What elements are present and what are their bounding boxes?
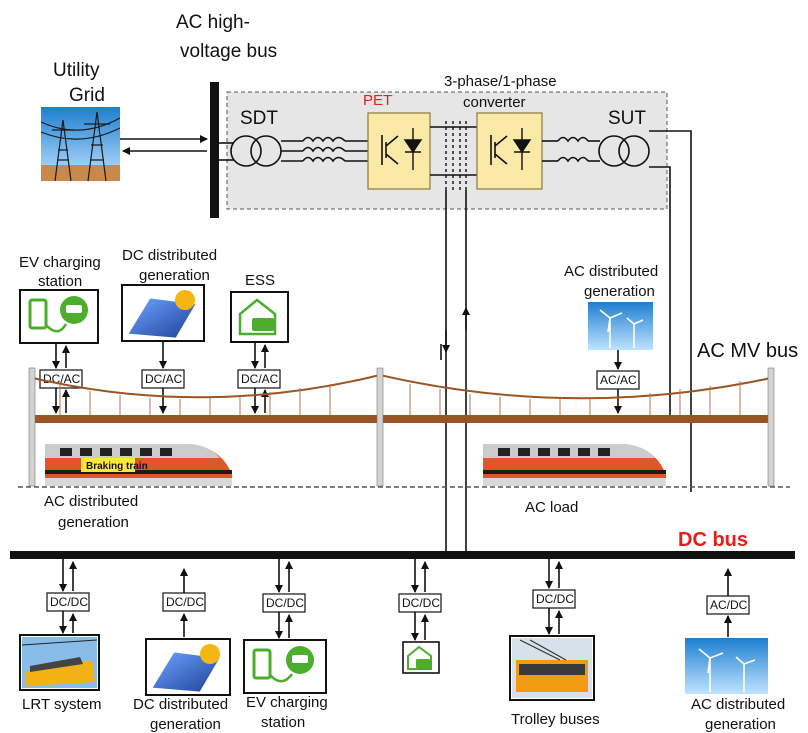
utility-grid-label-1: Utility (53, 60, 100, 81)
converter-dcdc-3: DC/DC (262, 593, 306, 613)
transformer-icon-sut (598, 135, 650, 167)
svg-text:DC/DC: DC/DC (50, 595, 88, 609)
solar-panel-icon (121, 284, 205, 342)
top-converter-arrows (52, 341, 622, 414)
ev-top-label-1: EV charging (19, 254, 101, 271)
svg-text:DC/DC: DC/DC (266, 596, 304, 610)
sut-output-1 (649, 130, 692, 492)
acgen-top-label-1: AC distributed (564, 263, 658, 280)
converter-label-1: 3-phase/1-phase (444, 73, 557, 90)
acgen-top-label-2: generation (584, 283, 655, 300)
converter-dcac-3: DC/AC (237, 369, 281, 389)
acgen-left-label-1: AC distributed (44, 493, 138, 510)
ess-label: ESS (245, 272, 275, 289)
battery-house-icon-2 (402, 641, 440, 674)
dc-bus-label: DC bus (678, 529, 748, 551)
ev-top-label-2: station (38, 273, 82, 290)
lrt-image (19, 634, 100, 691)
bridge-deck (18, 367, 790, 488)
ev-bottom-label-2: station (261, 714, 305, 731)
wind-turbine-icon (588, 302, 653, 350)
converter-acdc: AC/DC (706, 595, 750, 615)
dcgen-bottom-label-1: DC distributed (133, 696, 228, 713)
battery-house-icon (230, 291, 289, 343)
ac-mv-bus-label: AC MV bus (697, 340, 798, 362)
svg-text:DC/AC: DC/AC (145, 372, 183, 386)
ev-charger-icon-2 (243, 639, 327, 694)
igbt-icon-2 (476, 112, 543, 190)
igbt-icon (367, 112, 431, 190)
acgen-left-label-2: generation (58, 514, 129, 531)
svg-text:DC/AC: DC/AC (241, 372, 279, 386)
ac-hv-bus-bar (210, 82, 219, 218)
ac-hv-bus-label-2: voltage bus (180, 41, 277, 62)
trolley-label: Trolley buses (511, 711, 600, 728)
svg-text:AC/AC: AC/AC (600, 373, 637, 387)
converter-dcdc-5: DC/DC (532, 589, 576, 609)
converter-label-2: converter (463, 94, 526, 111)
converter-dcac-2: DC/AC (141, 369, 185, 389)
converter-dcdc-4: DC/DC (398, 593, 442, 613)
wind-turbine-icon-2 (685, 638, 768, 694)
solar-panel-icon-2 (145, 638, 231, 696)
dcgen-top-label-1: DC distributed (122, 247, 217, 264)
dc-bus-bar (10, 551, 795, 559)
inductor-icon (302, 136, 346, 163)
ac-hv-bus-label-1: AC high- (176, 12, 250, 33)
converter-dcdc-2: DC/DC (162, 592, 206, 612)
trolley-bus-image (509, 635, 595, 701)
inductor-icon-2 (557, 136, 589, 163)
dcgen-bottom-label-2: generation (150, 716, 221, 733)
bottom-converter-arrows (59, 559, 732, 641)
acgen-bottom-label-1: AC distributed (691, 696, 785, 713)
sdt-to-pet-lines (281, 140, 368, 162)
svg-text:DC/DC: DC/DC (536, 592, 574, 606)
braking-train-label: Braking train (86, 461, 148, 472)
svg-text:AC/DC: AC/DC (710, 598, 748, 612)
converter-dcac-1: DC/AC (39, 369, 83, 389)
sut-output-2 (649, 166, 671, 418)
acgen-bottom-label-2: generation (705, 716, 776, 733)
train-image-2 (483, 444, 666, 486)
pet-label: PET (363, 92, 392, 109)
svg-text:DC/DC: DC/DC (166, 595, 204, 609)
sut-label: SUT (608, 108, 646, 129)
train-image: Braking train (45, 444, 232, 486)
utility-grid-image (40, 107, 121, 182)
ev-charger-icon (19, 289, 99, 344)
converter-dcdc-1: DC/DC (46, 592, 90, 612)
sdt-label: SDT (240, 108, 278, 129)
dcgen-top-label-2: generation (139, 267, 210, 284)
svg-text:DC/DC: DC/DC (402, 596, 440, 610)
ac-load-label: AC load (525, 499, 578, 516)
lrt-label: LRT system (22, 696, 101, 713)
ev-bottom-label-1: EV charging (246, 694, 328, 711)
dc-link (430, 121, 477, 190)
utility-grid-label-2: Grid (69, 85, 105, 106)
converter-acac: AC/AC (596, 370, 640, 390)
